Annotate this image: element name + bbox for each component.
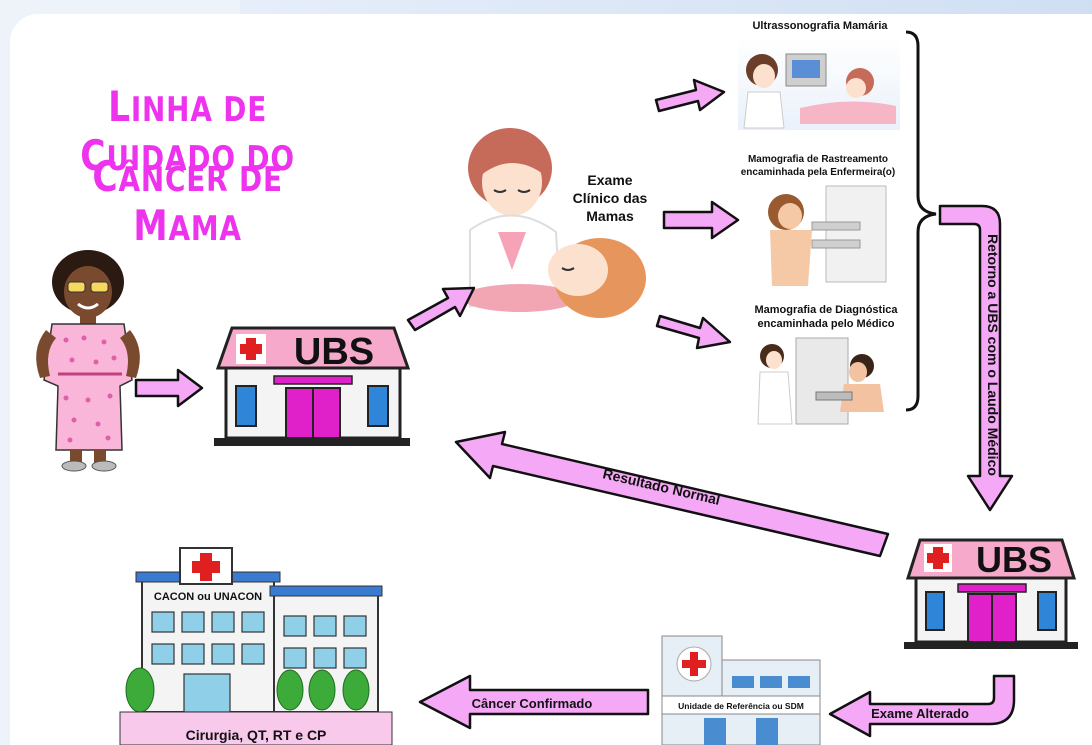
arrow-exam-altered [828,674,1016,738]
title-line-1: LINHA DE CUIDADO DO [80,82,295,180]
arrow-result-normal [454,430,890,558]
reference-unit-building [661,635,821,745]
clinical-exam-line-2: Clínico das [573,190,648,206]
hospital-building [119,547,393,745]
title-line-2: CÂNCER DE MAMA [92,152,283,250]
patient-woman-illustration [36,250,140,472]
ultrasound-label: Ultrassonografia Mamária [752,20,888,32]
return-arrow-label: Retorno a UBS com o Laudo Médico [985,234,1001,476]
ubs-label-secondary: UBS [976,539,1052,580]
arrow-to-screening [662,200,740,240]
hospital-treatments-label: Cirurgia, QT, RT e CP [186,727,327,743]
altered-exam-label: Exame Alterado [871,706,969,721]
screening-label-line-2: encaminhada pela Enfermeira(o) [741,167,896,178]
arrow-ubs-to-exam [406,286,476,332]
clinical-exam-line-1: Exame [587,172,632,188]
ultrasound-illustration [738,38,900,130]
arrow-patient-to-ubs [134,368,204,408]
exams-brace [905,30,937,412]
screening-mammography-illustration [748,182,896,286]
arrow-to-ultrasound [654,78,726,113]
reference-unit-label: Unidade de Referência ou SDM [678,701,804,711]
ubs-label-main: UBS [294,331,374,373]
arrow-cancer-confirmed [418,674,650,730]
arrow-to-diagnostic [655,314,732,350]
clinical-exam-illustration [462,128,646,318]
arrow-return-to-ubs [938,204,1014,512]
diagnostic-label-line-2: encaminhada pelo Médico [758,318,895,330]
ubs-building-secondary [904,538,1078,649]
cancer-confirmed-label: Câncer Confirmado [472,696,593,711]
ubs-building-main [214,326,411,446]
diagnostic-mammography-illustration [752,334,888,426]
hospital-sign: CACON ou UNACON [154,591,262,603]
clinical-exam-line-3: Mamas [586,208,634,224]
screening-label-line-1: Mamografia de Rastreamento [748,154,888,165]
diagnostic-label-line-1: Mamografia de Diagnóstica [754,304,898,316]
